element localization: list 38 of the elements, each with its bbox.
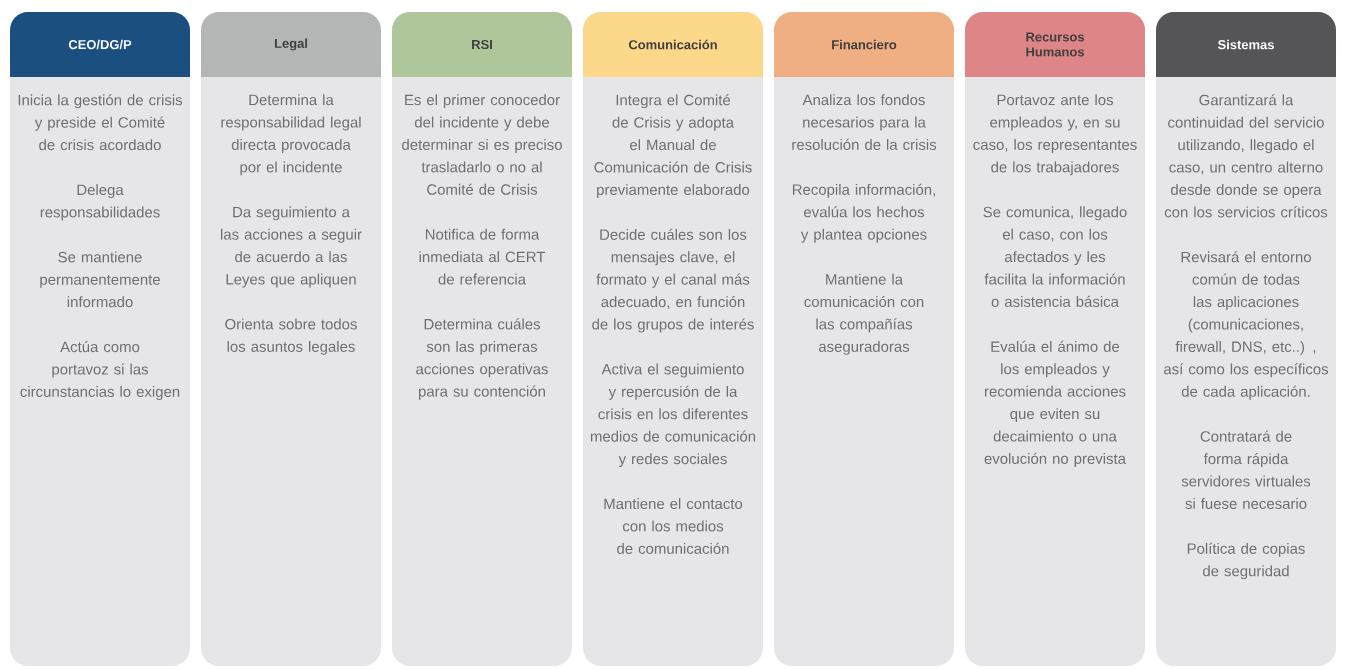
column-heading: Sistemas	[1217, 39, 1274, 50]
column-heading: Comunicación	[628, 39, 717, 50]
card-text: Mantiene la comunicación con las compañías aseguradoras	[804, 273, 924, 355]
card-text: Mantiene el contacto con los medios de comunicación	[604, 498, 743, 554]
card-text: Política de copias de seguridad	[1187, 542, 1305, 580]
card-text: Integra el Comité de Crisis y adopta el Manual de Comunicación de Crisis previamente elaborado	[594, 94, 752, 198]
card-text: Notifica de forma inmediata al CERT de referencia	[419, 228, 546, 285]
column-card	[201, 12, 381, 666]
card-text: Revisará el entorno común de todas las aplicaciones (comunicaciones, firewall, DNS, etc..) , así como los específicos de cada aplicación.	[1164, 251, 1329, 400]
card-text: Determina cuáles son las primeras acciones operativas para su contención	[416, 318, 548, 400]
card-text: Activa el seguimiento y repercusión de la crisis en los diferentes medios de comunicación y redes sociales	[590, 363, 756, 468]
column-heading: Legal	[274, 38, 307, 51]
column-heading: Financiero	[832, 39, 897, 50]
card-text: Se comunica, llegado el caso, con los afectados y les facilita la información o asistencia básica	[983, 206, 1127, 307]
card-text: Delega responsabilidades	[40, 184, 160, 221]
card-text: Es el primer conocedor del incidente y debe determinar si es preciso trasladarlo o no al Comité de Crisis	[402, 94, 562, 195]
column-heading: CEO/DG/P	[68, 39, 132, 50]
card-text: Actúa como portavoz si las circunstancias lo exigen	[20, 341, 180, 400]
column-heading: RSI	[472, 39, 492, 50]
card-text: Contratará de forma rápida servidores virtuales si fuese necesario	[1181, 430, 1311, 509]
column-heading: Recursos Humanos	[1026, 32, 1084, 57]
card-text: Inicia la gestión de crisis y preside el Comité de crisis acordado	[18, 94, 183, 151]
card-text: Portavoz ante los empleados y, en su caso, los representantes de los trabajadores	[973, 94, 1137, 176]
column-card	[965, 12, 1145, 666]
column-card	[10, 12, 190, 666]
card-text: Da seguimiento a las acciones a seguir de acuerdo a las Leyes que apliquen	[221, 206, 362, 288]
column-card	[583, 12, 763, 666]
column-card	[774, 12, 954, 666]
card-text: Se mantiene permanentemente informado	[40, 251, 160, 308]
card-text: Orienta sobre todos los asuntos legales	[225, 318, 357, 355]
card-text: Evalúa el ánimo de los empleados y recomienda acciones que eviten su decaimiento o una evolución no prevista	[984, 340, 1126, 467]
card-text: Garantizará la continuidad del servicio utilizando, llegado el caso, un centro alterno desde donde se opera con los servicios críticos	[1164, 94, 1328, 218]
card-text: Determina la responsabilidad legal directa provocada por el incidente	[221, 94, 361, 176]
card-text: Recopila información, evalúa los hechos y plantea opciones	[792, 183, 935, 243]
column-card	[392, 12, 572, 666]
column-card	[1156, 12, 1336, 666]
card-text: Analiza los fondos necesarios para la resolución de la crisis	[792, 94, 937, 150]
card-text: Decide cuáles son los mensajes clave, el formato y el canal más adecuado, en función de los grupos de interés	[592, 228, 754, 333]
